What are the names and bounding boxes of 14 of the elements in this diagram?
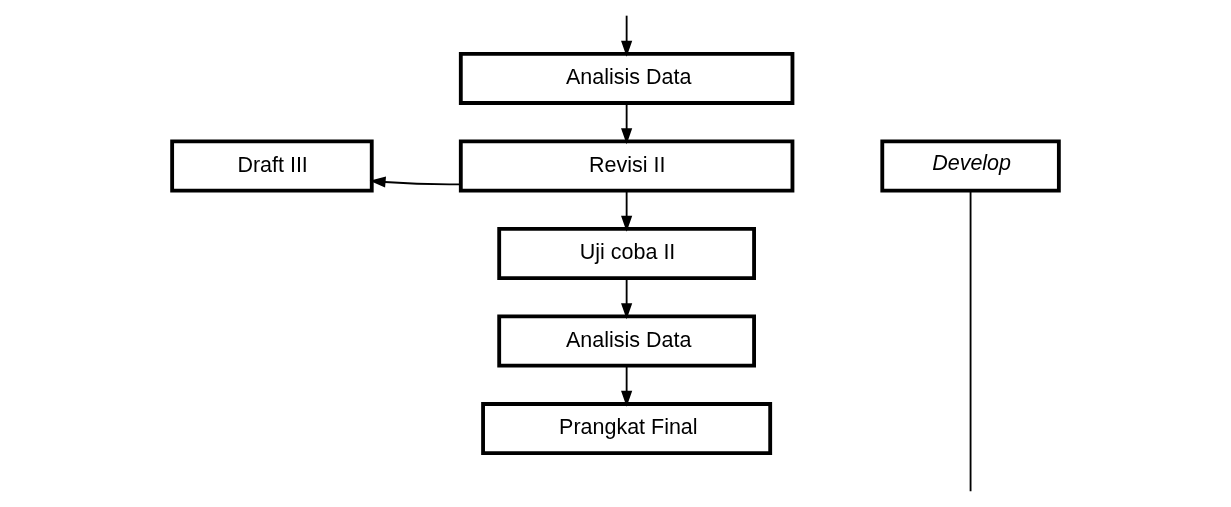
arrow bbox=[621, 189, 633, 232]
node-box: Develop bbox=[880, 139, 1061, 193]
node-box: Revisi II bbox=[458, 139, 795, 193]
node-box: Draft III bbox=[170, 139, 374, 193]
node-box: Analisis Data bbox=[458, 51, 795, 105]
connector bbox=[969, 189, 972, 493]
arrow bbox=[621, 364, 633, 407]
arrow bbox=[621, 102, 633, 145]
node-box: Analisis Data bbox=[497, 314, 756, 368]
node-box: Uji coba II bbox=[497, 227, 756, 280]
node-box: Prangkat Final bbox=[481, 402, 773, 456]
arrow bbox=[621, 277, 633, 320]
arrow bbox=[369, 176, 462, 188]
arrow bbox=[621, 14, 633, 57]
